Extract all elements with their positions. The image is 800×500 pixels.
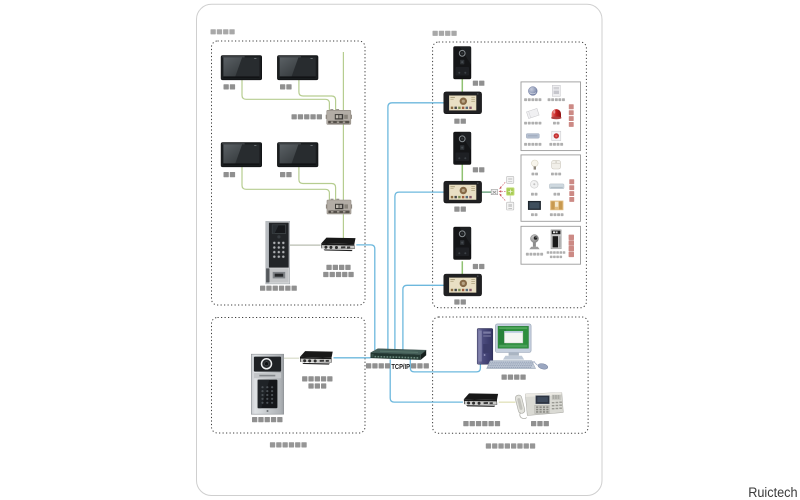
svg-text:Ruictech: Ruictech — [748, 485, 797, 500]
svg-text:TCP/IP: TCP/IP — [391, 364, 410, 371]
